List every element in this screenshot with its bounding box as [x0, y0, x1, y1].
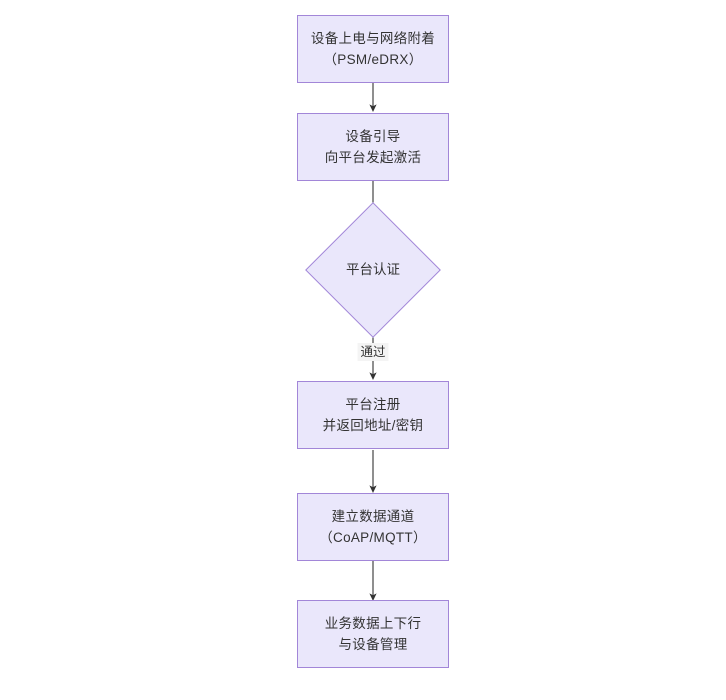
flow-node-line1: 平台认证 [346, 262, 400, 277]
flow-node-service-data-and-device-management[interactable]: 业务数据上下行 与设备管理 [297, 600, 449, 668]
edge-label-pass: 通过 [357, 343, 389, 361]
flow-node-power-on-network-attach[interactable]: 设备上电与网络附着 （PSM/eDRX） [297, 15, 449, 83]
flow-node-line1: 建立数据通道 [331, 509, 415, 524]
flow-node-line2: 与设备管理 [338, 637, 408, 652]
flow-node-line1: 设备上电与网络附着 [310, 31, 436, 46]
flow-node-platform-authentication[interactable]: 平台认证 [305, 202, 441, 338]
flow-node-establish-data-channel[interactable]: 建立数据通道 （CoAP/MQTT） [297, 493, 449, 561]
flow-node-line1: 设备引导 [345, 129, 401, 144]
flow-node-line2: 向平台发起激活 [324, 150, 422, 165]
flow-node-line2: （PSM/eDRX） [323, 52, 423, 67]
flow-node-line2: 并返回地址/密钥 [322, 418, 424, 433]
flow-node-line2: （CoAP/MQTT） [319, 530, 427, 545]
flow-node-platform-registration[interactable]: 平台注册 并返回地址/密钥 [297, 381, 449, 449]
flow-node-device-bootstrap[interactable]: 设备引导 向平台发起激活 [297, 113, 449, 181]
flow-node-line1: 业务数据上下行 [324, 616, 422, 631]
flow-node-line1: 平台注册 [345, 397, 401, 412]
